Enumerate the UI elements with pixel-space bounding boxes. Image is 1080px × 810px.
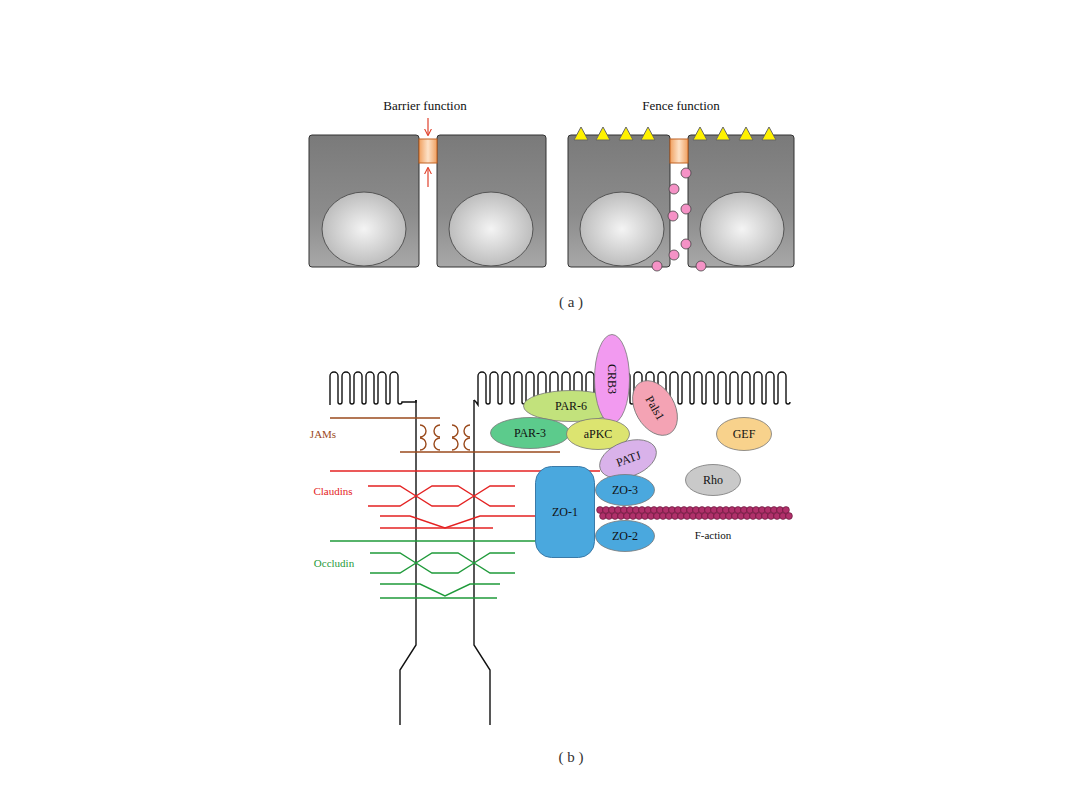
occludin-strands	[330, 541, 540, 598]
patj-protein: PATJ	[598, 441, 658, 477]
panel-heading: Barrier function	[383, 99, 466, 113]
protein-label: ZO-1	[552, 506, 578, 518]
protein-label: aPKC	[584, 428, 613, 440]
microvilli	[474, 372, 790, 405]
panel-heading: Fence function	[642, 99, 720, 113]
protein-family-label: JAMs	[310, 428, 336, 440]
protein-label: ZO-2	[612, 530, 638, 542]
protein-family-label: Claudins	[313, 485, 352, 497]
crb3-protein: CRB3	[594, 334, 630, 424]
protein-family-label: Occludin	[314, 557, 354, 569]
zo3-protein: ZO-3	[595, 474, 655, 506]
rho-protein: Rho	[685, 464, 741, 496]
fence-cells	[568, 127, 794, 271]
protein-label: PAR-6	[555, 400, 587, 412]
gef-protein: GEF	[716, 417, 772, 451]
protein-label: Rho	[703, 474, 723, 486]
actin-bead	[786, 513, 793, 520]
protein-label: CRB3	[606, 364, 618, 394]
zo2-protein: ZO-2	[595, 520, 655, 552]
panel-letter: ( b )	[559, 749, 584, 766]
protein-label: GEF	[733, 428, 756, 440]
f-actin-filament	[597, 507, 793, 520]
pals1-protein: Pals1	[635, 378, 675, 438]
microvilli	[330, 372, 416, 405]
protein-label: ZO-3	[612, 484, 638, 496]
protein-label: PAR-3	[514, 427, 546, 439]
par3-protein: PAR-3	[490, 417, 570, 449]
panel-letter: ( a )	[559, 294, 583, 311]
filament-label: F-action	[695, 529, 732, 541]
zo1-protein: ZO-1	[535, 466, 595, 558]
barrier-cells	[309, 118, 546, 267]
cell-membranes	[330, 372, 790, 725]
